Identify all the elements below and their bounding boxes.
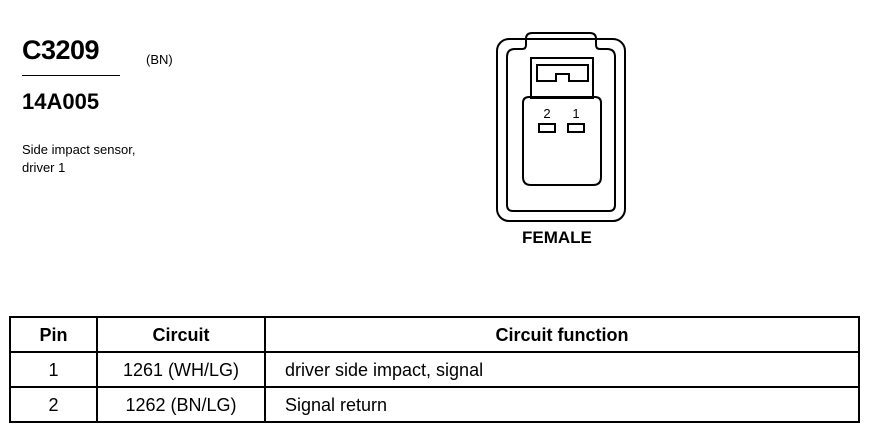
table-row: 2 1262 (BN/LG) Signal return xyxy=(9,386,860,423)
connector-description: Side impact sensor, driver 1 xyxy=(22,141,135,177)
circuit-function-cell: driver side impact, signal xyxy=(264,351,860,388)
circuit-cell: 1262 (BN/LG) xyxy=(96,386,266,423)
circuit-function-cell: Signal return xyxy=(264,386,860,423)
header-circuit-function: Circuit function xyxy=(264,316,860,353)
connector-id: C3209 xyxy=(22,35,100,65)
pin-cell: 1 xyxy=(9,351,98,388)
table-row: 1 1261 (WH/LG) driver side impact, signa… xyxy=(9,351,860,388)
pinout-table: Pin Circuit Circuit function 1 1261 (WH/… xyxy=(9,316,860,423)
header-circuit: Circuit xyxy=(96,316,266,353)
connector-gender-label: FEMALE xyxy=(522,228,592,247)
pin-1-cavity xyxy=(567,123,585,133)
description-line-2: driver 1 xyxy=(22,160,66,175)
connector-outer-shell xyxy=(496,38,626,222)
connector-id-underline xyxy=(22,75,120,76)
connector-face-diagram: 2 1 xyxy=(496,32,626,222)
pin-housing xyxy=(522,96,602,186)
pin-cell: 2 xyxy=(9,386,98,423)
description-line-1: Side impact sensor, xyxy=(22,142,136,157)
circuit-cell: 1261 (WH/LG) xyxy=(96,351,266,388)
pin-2-cavity xyxy=(538,123,556,133)
pin-1-label: 1 xyxy=(572,106,579,121)
connector-inner-shell xyxy=(506,32,616,212)
connector-color-code: (BN) xyxy=(146,52,173,67)
part-number: 14A005 xyxy=(22,89,100,114)
locking-latch-tab xyxy=(536,64,589,82)
table-header-row: Pin Circuit Circuit function xyxy=(9,316,860,353)
header-pin: Pin xyxy=(9,316,98,353)
pin-2-label: 2 xyxy=(543,106,550,121)
